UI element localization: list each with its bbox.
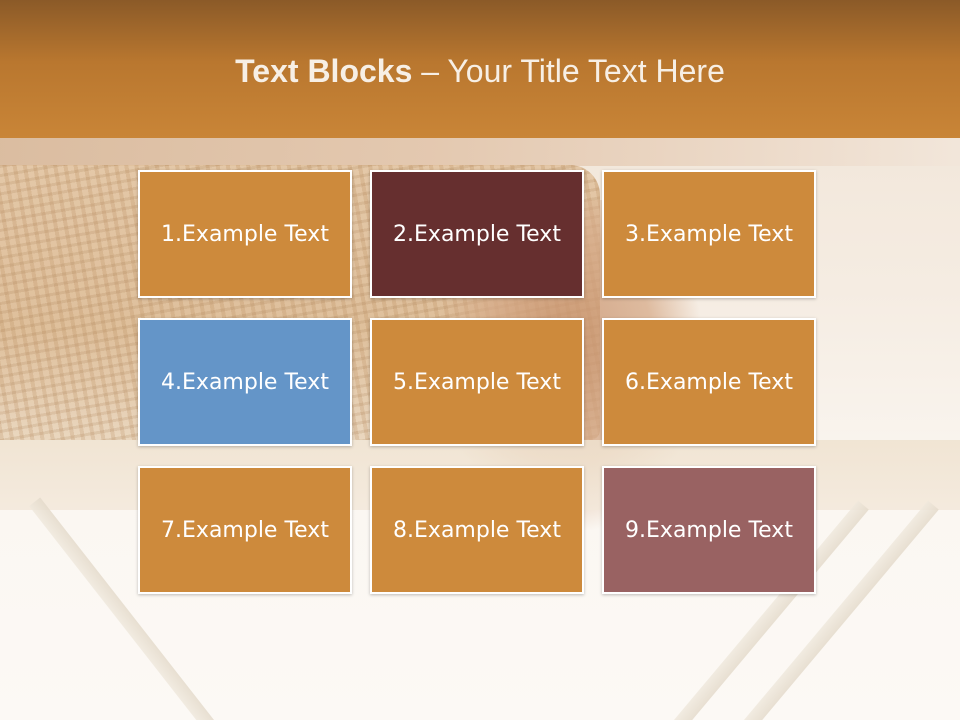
- text-block-3[interactable]: 3.Example Text: [602, 170, 816, 298]
- text-block-7[interactable]: 7.Example Text: [138, 466, 352, 594]
- slide-title[interactable]: Text Blocks – Your Title Text Here: [0, 53, 960, 90]
- title-bar: Text Blocks – Your Title Text Here: [0, 0, 960, 138]
- text-block-label: 6.Example Text: [625, 369, 793, 395]
- text-block-4[interactable]: 4.Example Text: [138, 318, 352, 446]
- text-block-label: 7.Example Text: [161, 517, 329, 543]
- text-block-6[interactable]: 6.Example Text: [602, 318, 816, 446]
- text-block-label: 1.Example Text: [161, 221, 329, 247]
- text-block-5[interactable]: 5.Example Text: [370, 318, 584, 446]
- text-block-9[interactable]: 9.Example Text: [602, 466, 816, 594]
- text-block-8[interactable]: 8.Example Text: [370, 466, 584, 594]
- text-block-label: 9.Example Text: [625, 517, 793, 543]
- text-block-label: 3.Example Text: [625, 221, 793, 247]
- text-block-label: 4.Example Text: [161, 369, 329, 395]
- title-separator: –: [412, 53, 448, 89]
- text-block-label: 5.Example Text: [393, 369, 561, 395]
- text-block-label: 2.Example Text: [393, 221, 561, 247]
- text-blocks-grid: 1.Example Text 2.Example Text 3.Example …: [138, 170, 816, 594]
- text-block-2[interactable]: 2.Example Text: [370, 170, 584, 298]
- text-block-1[interactable]: 1.Example Text: [138, 170, 352, 298]
- text-block-label: 8.Example Text: [393, 517, 561, 543]
- title-bold: Text Blocks: [235, 53, 413, 89]
- title-rest: Your Title Text Here: [447, 53, 725, 89]
